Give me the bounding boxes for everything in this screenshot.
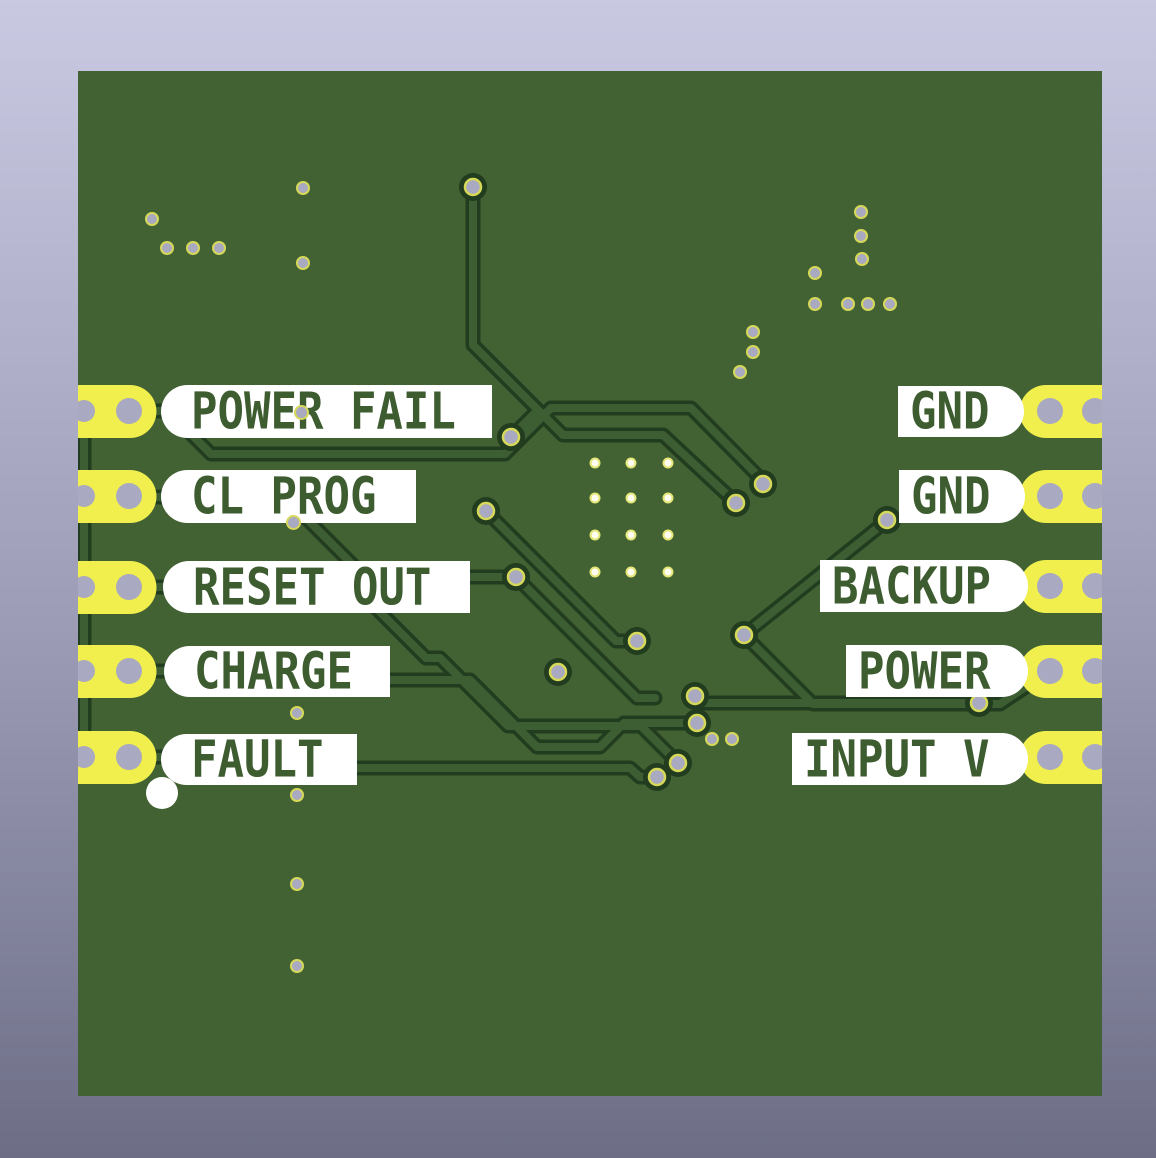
- silkscreen-label-reset-out: RESET OUT: [163, 557, 470, 617]
- trace-vias: [463, 177, 989, 787]
- pin1-marker-dot: [146, 777, 178, 809]
- bare-vias: [145, 181, 897, 973]
- silkscreen-label-gnd-1: GND: [898, 382, 1024, 441]
- label-text: POWER FAIL: [191, 381, 456, 442]
- pad-holes: [78, 398, 1102, 770]
- label-text: BACKUP: [832, 556, 991, 616]
- label-text: POWER: [858, 641, 991, 701]
- silkscreen-label-charge: CHARGE: [164, 642, 390, 701]
- label-text: CHARGE: [194, 641, 353, 702]
- label-text: RESET OUT: [193, 557, 432, 617]
- silkscreen-label-power-fail: POWER FAIL: [161, 381, 492, 442]
- label-text: INPUT V: [804, 729, 990, 789]
- silkscreen-label-power: POWER: [846, 641, 1028, 701]
- via-on-clprog-label: [288, 517, 299, 528]
- label-text: GND: [911, 466, 991, 527]
- through-hole-grid: [589, 457, 674, 578]
- silkscreen-label-input-v: INPUT V: [792, 729, 1028, 789]
- label-text: GND: [910, 381, 990, 442]
- label-text: CL PROG: [191, 466, 377, 527]
- silkscreen-label-fault: FAULT: [161, 730, 357, 789]
- silkscreen-label-gnd-2: GND: [899, 466, 1025, 527]
- silkscreen-label-cl-prog: CL PROG: [161, 466, 416, 527]
- label-text: FAULT: [191, 729, 324, 790]
- silkscreen-label-backup: BACKUP: [820, 556, 1028, 616]
- via-on-powerfail-label: [296, 407, 307, 418]
